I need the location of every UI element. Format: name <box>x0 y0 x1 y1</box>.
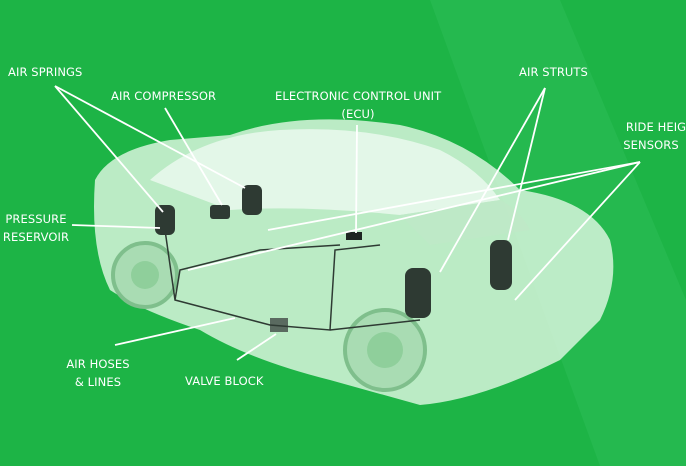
label-air-struts: AIR STRUTS <box>519 65 588 79</box>
rear-spring-right <box>242 185 262 215</box>
label-ecu: ELECTRONIC CONTROL UNIT (ECU) <box>275 87 441 123</box>
car-roof <box>150 129 500 215</box>
label-pressure-line1: PRESSURE <box>5 212 67 226</box>
ecu-box <box>346 232 362 240</box>
rear-hub <box>131 261 159 289</box>
front-hub <box>367 332 403 368</box>
label-ecu-line1: ELECTRONIC CONTROL UNIT <box>275 89 442 103</box>
compressor <box>210 205 230 219</box>
label-ride-line2: SENSORS <box>623 138 679 152</box>
leader-lines <box>54 85 641 361</box>
label-hoses-line1: AIR HOSES <box>66 357 130 371</box>
label-air-springs: AIR SPRINGS <box>8 65 83 79</box>
label-ride-height-sensors: RIDE HEIGHT SENSORS <box>614 118 686 154</box>
label-pressure-line2: RESERVOIR <box>2 230 70 244</box>
label-pressure-reservoir: PRESSURE RESERVOIR <box>2 210 70 246</box>
front-strut-right <box>490 240 512 290</box>
front-strut-left <box>405 268 431 318</box>
air-lines <box>164 229 421 331</box>
label-ecu-line2: (ECU) <box>341 107 375 121</box>
label-air-compressor: AIR COMPRESSOR <box>111 89 217 103</box>
label-hoses-line2: & LINES <box>74 375 122 389</box>
label-ride-line1: RIDE HEIGHT <box>625 120 686 134</box>
label-air-hoses: AIR HOSES & LINES <box>60 355 136 391</box>
label-valve-block: VALVE BLOCK <box>185 374 264 388</box>
